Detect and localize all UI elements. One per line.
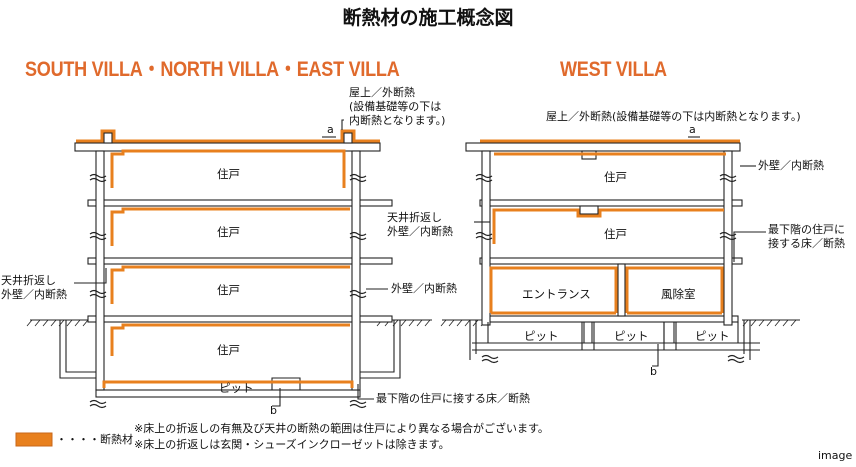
right-pit-beams bbox=[581, 322, 677, 350]
right-retaining-east bbox=[743, 320, 751, 360]
right-pit-1: ピット bbox=[524, 329, 559, 343]
left-break-mark bbox=[349, 289, 367, 299]
left-unit-insulation-2 bbox=[110, 207, 350, 246]
left-unit-insulation-3 bbox=[110, 265, 350, 304]
left-ceiling-leader bbox=[74, 268, 107, 284]
right-floor-note-1: 最下階の住戸に bbox=[768, 223, 845, 236]
right-ceiling-note-1: 天井折返し bbox=[387, 211, 442, 224]
left-unit-insulation-1 bbox=[110, 149, 346, 188]
left-roof-note-3: 内断熱となります。) bbox=[349, 114, 446, 127]
right-slab-4 bbox=[487, 315, 739, 323]
left-break-mark bbox=[349, 231, 367, 241]
legend-insulation-swatch bbox=[15, 432, 53, 447]
left-parapet-left bbox=[103, 132, 113, 144]
left-room-2: 住戸 bbox=[217, 225, 240, 239]
left-slab-3 bbox=[87, 257, 393, 265]
right-break-mark bbox=[475, 231, 493, 241]
left-pit-floor bbox=[95, 389, 361, 398]
right-beam-2 bbox=[579, 205, 599, 215]
left-floor-insulation bbox=[102, 380, 354, 388]
right-roof-note: 屋上／外断熱(設備基礎等の下は内断熱となります。) bbox=[546, 110, 801, 123]
right-break-mark bbox=[475, 173, 493, 183]
left-floor-leader bbox=[357, 384, 374, 400]
left-roof-insulation bbox=[76, 129, 380, 143]
right-room-1: 住戸 bbox=[604, 170, 627, 184]
right-break-mark bbox=[481, 354, 499, 364]
right-pit-floor bbox=[472, 342, 760, 351]
right-slab-3 bbox=[479, 257, 743, 265]
legend-label: ・・・・断熱材 bbox=[56, 433, 133, 446]
left-unit-insulation-4 bbox=[110, 323, 350, 356]
right-mark-b: b bbox=[650, 365, 657, 378]
left-ceiling-note-1: 天井折返し bbox=[1, 274, 56, 287]
right-building bbox=[440, 136, 800, 367]
right-heading: WEST VILLA bbox=[560, 58, 667, 81]
left-room-4: 住戸 bbox=[217, 343, 240, 357]
left-slab-4 bbox=[87, 315, 393, 323]
right-roof-slab bbox=[465, 142, 741, 152]
left-break-mark bbox=[89, 231, 107, 241]
left-mark-a: a bbox=[327, 123, 334, 136]
right-room-2: 住戸 bbox=[604, 227, 627, 241]
right-floor-leader bbox=[733, 231, 766, 262]
left-ground-hatch bbox=[26, 319, 431, 327]
right-wall-note: 外壁／内断熱 bbox=[758, 159, 824, 172]
left-room-3: 住戸 bbox=[217, 283, 240, 297]
right-mark-a: a bbox=[689, 123, 696, 136]
note-1: ※床上の折返しの有無及び天井の断熱の範囲は住戸により異なる場合がございます。 bbox=[134, 422, 549, 435]
right-unit-insulation-2 bbox=[492, 208, 724, 244]
right-pit-3: ピット bbox=[695, 329, 730, 343]
left-mark-b: b bbox=[270, 404, 277, 417]
right-break-mark bbox=[719, 173, 737, 183]
right-retaining-west bbox=[469, 320, 477, 360]
left-break-mark bbox=[89, 399, 107, 409]
left-roof-note-2: (設備基礎等の下は bbox=[349, 100, 442, 113]
left-wall-east bbox=[351, 150, 361, 391]
right-floor-note-2: 接する床／断熱 bbox=[768, 237, 845, 250]
left-mark-b-leader bbox=[272, 388, 281, 407]
left-break-mark bbox=[349, 173, 367, 183]
diagram-title: 断熱材の施工概念図 bbox=[342, 7, 514, 29]
left-pit-label: ピット bbox=[219, 381, 254, 395]
left-parapet-right bbox=[343, 132, 353, 144]
left-slab-2 bbox=[87, 199, 393, 207]
left-break-mark bbox=[89, 173, 107, 183]
left-building bbox=[26, 119, 432, 409]
left-break-mark bbox=[349, 399, 367, 409]
left-heading: SOUTH VILLA・NORTH VILLA・EAST VILLA bbox=[25, 58, 400, 81]
right-entrance: エントランス bbox=[522, 287, 591, 301]
right-slab-2 bbox=[479, 199, 743, 207]
left-retaining-east bbox=[360, 320, 401, 379]
left-floor-note: 最下階の住戸に接する床／断熱 bbox=[376, 392, 530, 405]
right-pit-2: ピット bbox=[614, 329, 649, 343]
left-ceiling-note-2: 外壁／内断熱 bbox=[1, 288, 67, 301]
left-wall-west bbox=[95, 150, 105, 391]
right-ceiling-note-2: 外壁／内断熱 bbox=[387, 225, 453, 238]
left-break-mark bbox=[89, 289, 107, 299]
right-floor-insulation bbox=[489, 266, 724, 313]
right-wall-middle bbox=[617, 263, 626, 317]
left-roof-note-1: 屋上／外断熱 bbox=[349, 86, 415, 99]
right-break-mark bbox=[727, 354, 745, 364]
note-2: ※床上の折返しは玄関・シューズインクローゼットは除きます。 bbox=[134, 438, 450, 451]
corner-label: image bbox=[818, 449, 853, 462]
left-pit-beam bbox=[271, 377, 301, 390]
left-wall-note: 外壁／内断熱 bbox=[391, 282, 457, 295]
right-wall-west bbox=[481, 150, 491, 326]
left-retaining-west bbox=[59, 320, 96, 379]
right-ground-hatch bbox=[440, 319, 797, 327]
right-mark-b-leader bbox=[652, 344, 659, 367]
right-windroom: 風除室 bbox=[661, 287, 696, 301]
left-room-1: 住戸 bbox=[217, 167, 240, 181]
left-roof-leader bbox=[341, 119, 344, 130]
